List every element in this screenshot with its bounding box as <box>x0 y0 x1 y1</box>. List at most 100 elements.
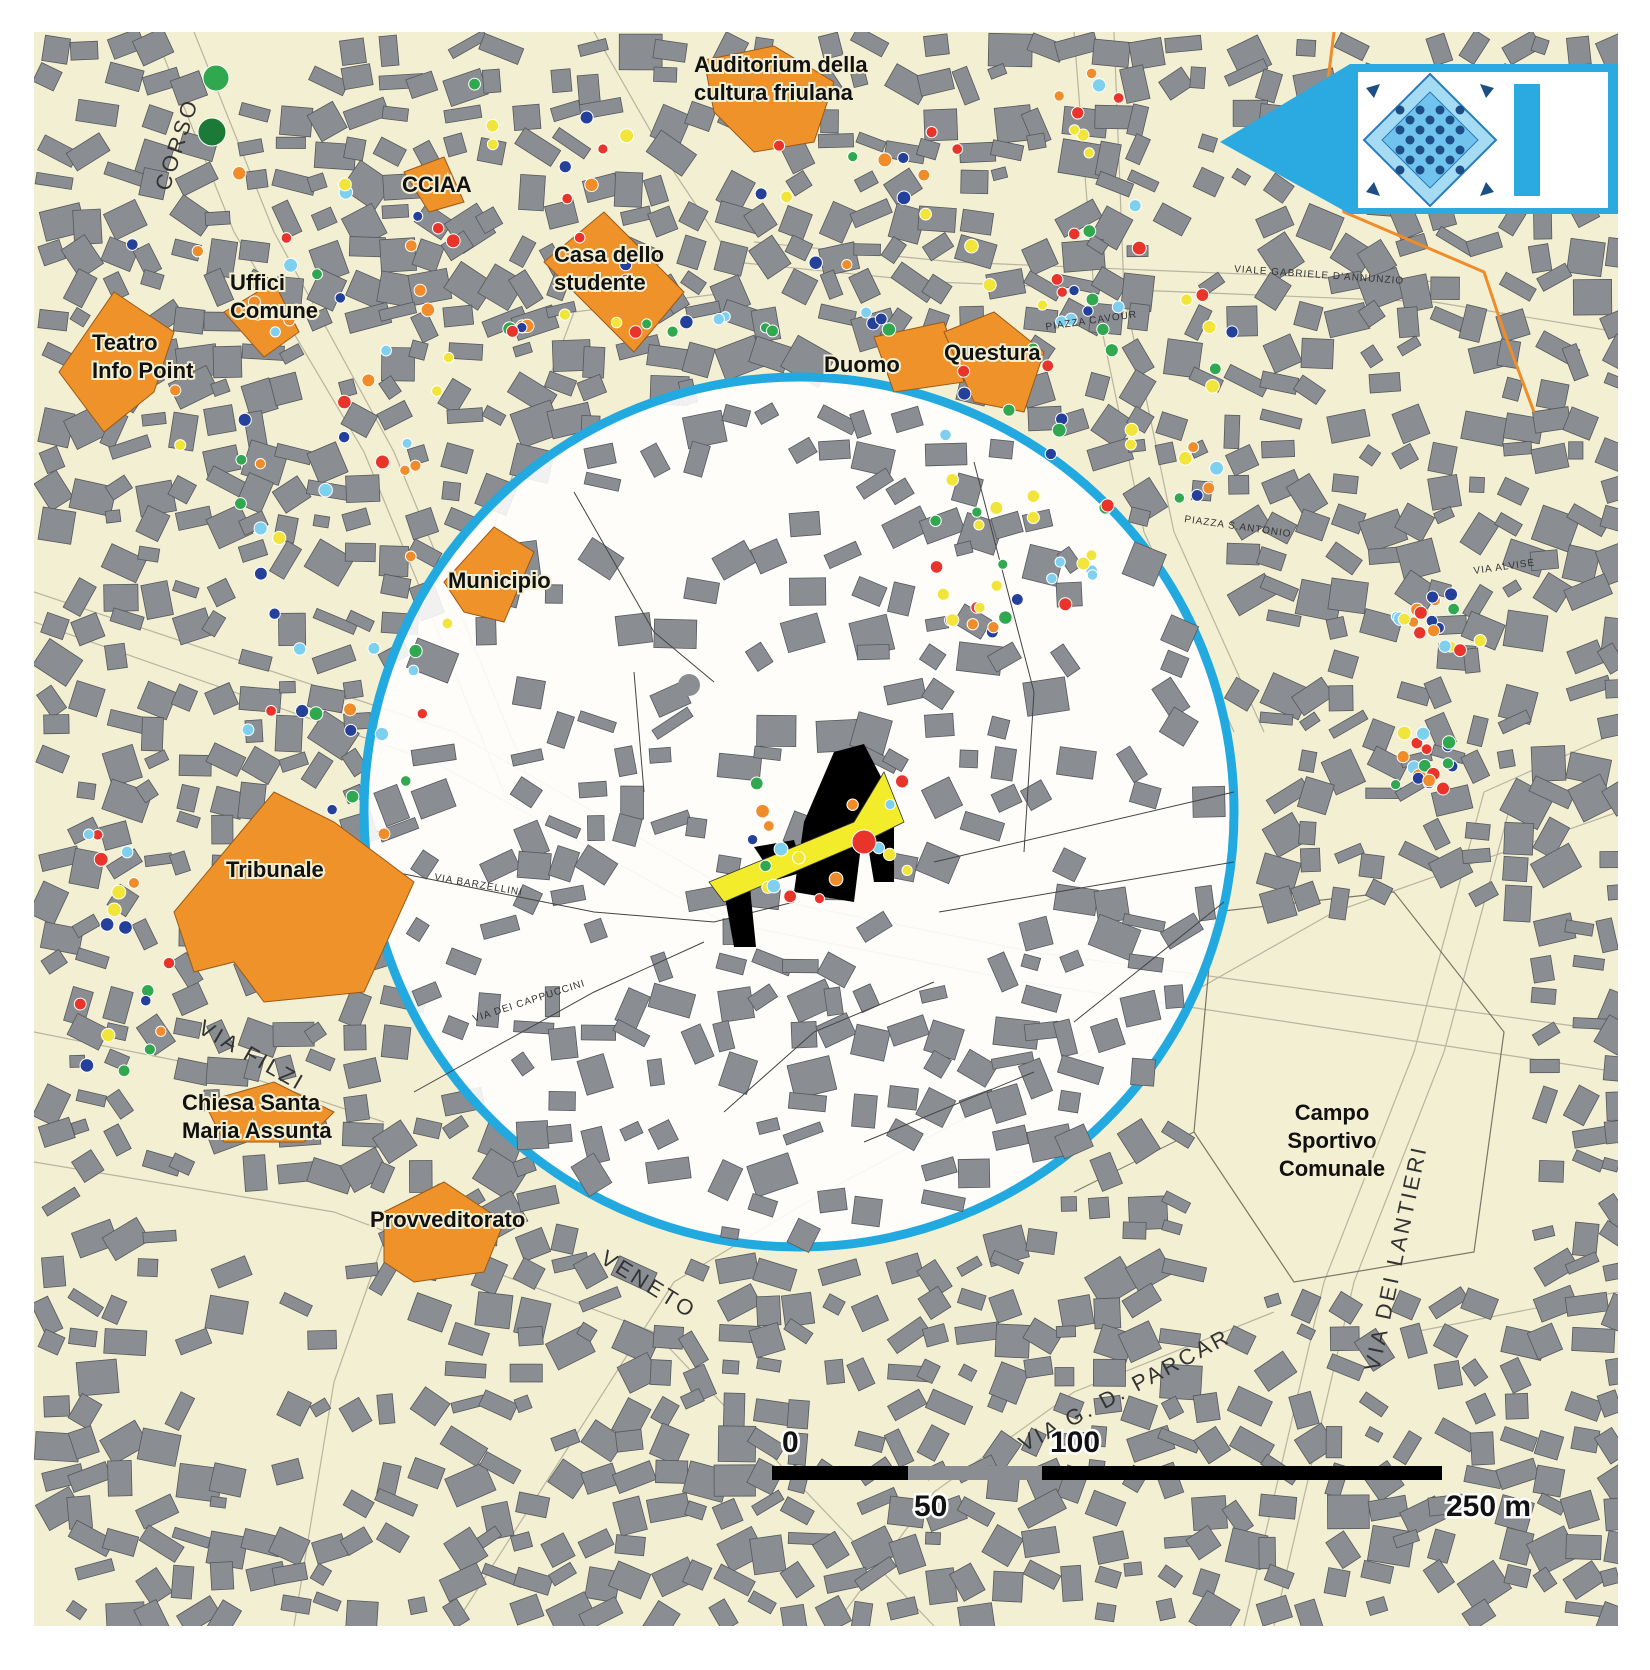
poi-dot[interactable] <box>982 277 997 292</box>
poi-dot[interactable] <box>125 238 139 251</box>
poi-dot[interactable] <box>619 128 635 144</box>
poi-dot[interactable] <box>268 607 281 620</box>
poi-dot[interactable] <box>1026 342 1040 356</box>
poi-dot[interactable] <box>345 789 360 804</box>
poi-dot[interactable] <box>997 558 1009 570</box>
poi-dot[interactable] <box>1389 778 1402 791</box>
poi-dot[interactable] <box>1413 605 1428 620</box>
poi-dot[interactable] <box>265 704 278 717</box>
poi-dot[interactable] <box>897 151 910 165</box>
poi-dot[interactable] <box>117 1064 131 1078</box>
poi-dot[interactable] <box>99 917 115 932</box>
logo-badge[interactable] <box>1220 64 1618 214</box>
poi-dot[interactable] <box>846 798 859 811</box>
poi-dot[interactable] <box>1441 757 1455 770</box>
poi-dot[interactable] <box>1205 378 1220 394</box>
poi-dot[interactable] <box>780 190 793 204</box>
poi-dot[interactable] <box>408 643 423 659</box>
poi-dot[interactable] <box>679 314 694 330</box>
poi-dot[interactable] <box>413 283 427 297</box>
poi-dot[interactable] <box>772 139 786 152</box>
poi-dot[interactable] <box>280 232 293 244</box>
poi-dot[interactable] <box>442 351 455 364</box>
poi-dot[interactable] <box>367 641 381 655</box>
poi-dot[interactable] <box>486 138 499 151</box>
poi-dot[interactable] <box>1128 199 1142 213</box>
poi-dot[interactable] <box>334 292 347 304</box>
poi-dot[interactable] <box>73 997 87 1011</box>
poi-dot[interactable] <box>344 723 358 737</box>
poi-dot[interactable] <box>1083 147 1095 159</box>
poi-dot[interactable] <box>235 453 248 466</box>
poi-dot[interactable] <box>945 613 960 627</box>
poi-dot[interactable] <box>759 859 772 873</box>
poi-dot[interactable] <box>1420 743 1433 756</box>
poi-dot[interactable] <box>966 618 979 631</box>
poi-dot[interactable] <box>1187 441 1200 454</box>
poi-dot[interactable] <box>1124 422 1139 437</box>
poi-dot[interactable] <box>293 642 307 656</box>
poi-dot[interactable] <box>1053 90 1065 102</box>
casa-studente-building[interactable] <box>543 211 685 353</box>
poi-dot[interactable] <box>841 258 853 271</box>
focus-building-main[interactable] <box>794 744 894 902</box>
poi-dot[interactable] <box>1026 510 1040 525</box>
poi-dot[interactable] <box>1076 128 1090 142</box>
poi-dot[interactable] <box>746 833 759 846</box>
poi-dot[interactable] <box>1444 587 1459 602</box>
poi-dot[interactable] <box>762 820 775 832</box>
poi-dot[interactable] <box>766 324 779 338</box>
uffici-comune-building[interactable] <box>223 281 300 358</box>
poi-dot[interactable] <box>120 845 134 859</box>
poi-dot[interactable] <box>1096 322 1110 337</box>
poi-dot[interactable] <box>558 160 572 174</box>
poi-dot[interactable] <box>957 386 972 401</box>
poi-dot[interactable] <box>283 257 299 273</box>
poi-dot[interactable] <box>1091 78 1107 93</box>
poi-dot[interactable] <box>361 373 376 388</box>
poi-dot[interactable] <box>505 324 519 338</box>
poi-dot[interactable] <box>1111 300 1125 314</box>
poi-dot[interactable] <box>989 500 1004 515</box>
poi-dot[interactable] <box>1410 736 1424 750</box>
poi-dot[interactable] <box>1453 643 1467 658</box>
poi-dot[interactable] <box>628 325 643 339</box>
poi-dot[interactable] <box>597 143 609 155</box>
poi-dot[interactable] <box>874 312 888 326</box>
tribunale-building[interactable] <box>173 791 415 1003</box>
poi-dot[interactable] <box>896 190 912 206</box>
poi-dot[interactable] <box>1086 569 1099 581</box>
poi-dot[interactable] <box>101 1027 116 1043</box>
poi-dot[interactable] <box>990 579 1003 592</box>
poi-dot[interactable] <box>919 207 932 221</box>
poi-dot[interactable] <box>1411 771 1425 785</box>
poi-dot[interactable] <box>766 878 782 894</box>
poi-dot[interactable] <box>1413 626 1427 640</box>
poi-dot[interactable] <box>957 364 971 378</box>
provveditorato-building[interactable] <box>383 1181 505 1283</box>
cciaa-building[interactable] <box>403 156 465 213</box>
chiesa-building[interactable] <box>203 1081 335 1143</box>
poi-dot[interactable] <box>939 428 952 442</box>
poi-dot[interactable] <box>882 847 897 862</box>
poi-dot[interactable] <box>1426 590 1440 604</box>
poi-dot[interactable] <box>666 325 679 338</box>
poi-dot[interactable] <box>338 177 352 192</box>
poi-dot[interactable] <box>1046 572 1058 585</box>
poi-dot[interactable] <box>1225 325 1239 339</box>
poi-dot[interactable] <box>288 303 304 319</box>
poi-dot[interactable] <box>1438 639 1452 653</box>
poi-dot[interactable] <box>311 268 323 281</box>
poi-dot[interactable] <box>579 110 594 125</box>
poi-dot[interactable] <box>79 1058 95 1073</box>
poi-dot[interactable] <box>1085 549 1098 562</box>
poi-dot[interactable] <box>1082 305 1094 317</box>
poi-dot[interactable] <box>191 245 205 258</box>
poi-dot[interactable] <box>127 876 140 889</box>
poi-dot[interactable] <box>584 177 599 193</box>
poi-dot[interactable] <box>374 454 390 470</box>
poi-dot[interactable] <box>1036 299 1049 311</box>
municipio-building[interactable] <box>443 526 535 623</box>
poi-dot[interactable] <box>1002 403 1016 417</box>
